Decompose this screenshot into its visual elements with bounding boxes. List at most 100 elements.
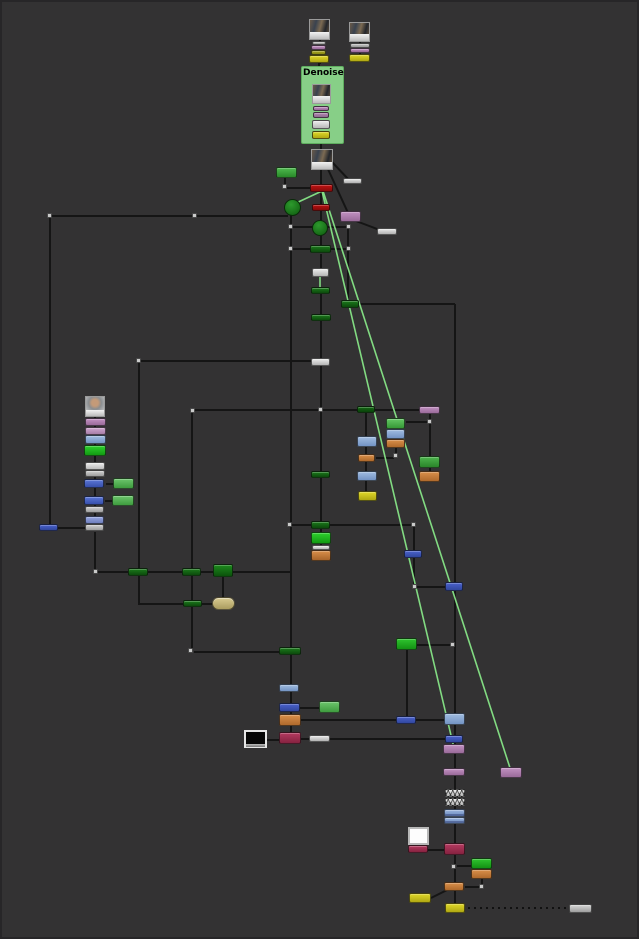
pill-lightblue[interactable] [85, 435, 106, 444]
pill-yellow[interactable] [445, 903, 465, 913]
pill-crimson[interactable] [444, 843, 465, 855]
pill-white[interactable] [377, 228, 397, 235]
viewer-node-black[interactable] [244, 730, 267, 748]
pill-white[interactable] [312, 120, 330, 129]
pill-purple[interactable] [311, 45, 326, 50]
pill-darkgreen[interactable] [183, 600, 202, 607]
pill-violet[interactable] [419, 406, 440, 414]
denoise-thumbnail[interactable] [312, 84, 331, 104]
pill-periwinkle[interactable] [85, 516, 104, 524]
pill-softgreen[interactable] [386, 418, 405, 429]
pill-orange[interactable] [444, 882, 464, 891]
read-thumbnail-face[interactable] [85, 396, 105, 417]
pill-brightgreen[interactable] [471, 858, 492, 869]
pill-blue[interactable] [445, 735, 463, 743]
pill-darkgreen[interactable] [311, 287, 330, 294]
pill-lightblue[interactable] [279, 684, 299, 692]
pill-blue[interactable] [84, 479, 104, 488]
pill-softgreen[interactable] [113, 478, 134, 489]
pill-darkgreen[interactable] [311, 521, 330, 529]
pill-orange[interactable] [279, 714, 301, 726]
pill-yellow[interactable] [409, 893, 431, 903]
pill-gray[interactable] [85, 470, 105, 477]
pill-purple[interactable] [313, 112, 329, 118]
pill-blue[interactable] [404, 550, 422, 558]
thumbnail-footer [86, 410, 104, 416]
pill-brightgreen[interactable] [84, 445, 106, 456]
pill-yellow[interactable] [309, 55, 329, 63]
pill-white[interactable] [343, 178, 362, 184]
junction-dot [287, 522, 292, 527]
pill-violet[interactable] [443, 768, 465, 776]
pill-softgreen[interactable] [319, 701, 340, 713]
pill-gray[interactable] [312, 41, 326, 45]
pill-lightpurple[interactable] [85, 427, 106, 435]
pill-darkgreen[interactable] [357, 406, 375, 413]
pill-bluestripe[interactable] [444, 817, 465, 824]
pill-yellow[interactable] [312, 131, 330, 139]
pill-orange[interactable] [311, 550, 331, 561]
pill-yellow[interactable] [358, 491, 377, 501]
pill-white[interactable] [309, 735, 330, 742]
pill-green[interactable] [276, 167, 297, 178]
read-thumbnail-main[interactable] [311, 149, 333, 170]
pill-purple[interactable] [313, 106, 329, 111]
dot-node-green[interactable] [284, 199, 301, 216]
pill-red[interactable] [310, 184, 333, 192]
pill-darkgreen[interactable] [310, 245, 331, 253]
pill-red[interactable] [312, 204, 330, 211]
pill-brightgreen[interactable] [311, 532, 331, 544]
pill-darkgreen[interactable] [341, 300, 359, 308]
pill-blue[interactable] [279, 703, 300, 712]
pill-violet[interactable] [500, 767, 522, 778]
pill-gray[interactable] [85, 524, 104, 531]
pill-gray[interactable] [85, 506, 104, 513]
pill-lightblue[interactable] [386, 429, 405, 439]
read-thumbnail-1[interactable] [309, 19, 330, 40]
pill-darkgreen[interactable] [279, 647, 301, 655]
pill-softgreen[interactable] [419, 456, 440, 468]
read-thumbnail-2[interactable] [349, 22, 370, 42]
pill-lightblue[interactable] [357, 436, 377, 447]
pill-brightgreen[interactable] [396, 638, 417, 650]
pill-white[interactable] [85, 462, 105, 470]
pill-tan[interactable] [212, 597, 235, 610]
pill-lightblue[interactable] [357, 471, 377, 481]
pill-orange[interactable] [386, 439, 405, 448]
pill-blue[interactable] [84, 496, 104, 505]
pill-blue[interactable] [396, 716, 416, 724]
pill-darkgreen[interactable] [128, 568, 148, 576]
pill-gray[interactable] [350, 43, 370, 48]
pill-softgreen[interactable] [112, 495, 134, 506]
pill-darkgreen[interactable] [311, 314, 331, 321]
pill-purple[interactable] [350, 48, 370, 53]
pill-white[interactable] [312, 268, 329, 277]
junction-dot [47, 213, 52, 218]
pill-orange[interactable] [471, 869, 492, 879]
pill-striped[interactable] [445, 798, 465, 806]
dot-node-green[interactable] [312, 220, 328, 236]
viewer-node-white[interactable] [408, 827, 429, 845]
junction-dot [288, 224, 293, 229]
pill-olive[interactable] [311, 50, 326, 55]
pill-crimson[interactable] [408, 845, 428, 853]
pill-orange[interactable] [358, 454, 375, 462]
pill-violet[interactable] [443, 744, 465, 754]
pill-blue[interactable] [39, 524, 58, 531]
pill-bluestripe[interactable] [444, 809, 465, 817]
pill-blue[interactable] [445, 582, 463, 591]
pill-gray[interactable] [569, 904, 592, 913]
pill-white[interactable] [311, 358, 330, 366]
pill-crimson[interactable] [279, 732, 301, 744]
pill-white[interactable] [312, 545, 330, 550]
pill-violet[interactable] [340, 211, 361, 222]
pill-purple[interactable] [85, 418, 106, 426]
pill-striped[interactable] [445, 789, 465, 797]
box-darkgreen[interactable] [213, 564, 233, 577]
pill-orange[interactable] [419, 471, 440, 482]
pill-lightblue[interactable] [444, 713, 465, 725]
pill-yellow[interactable] [349, 54, 370, 62]
pill-darkgreen[interactable] [311, 471, 330, 478]
pill-darkgreen[interactable] [182, 568, 201, 576]
